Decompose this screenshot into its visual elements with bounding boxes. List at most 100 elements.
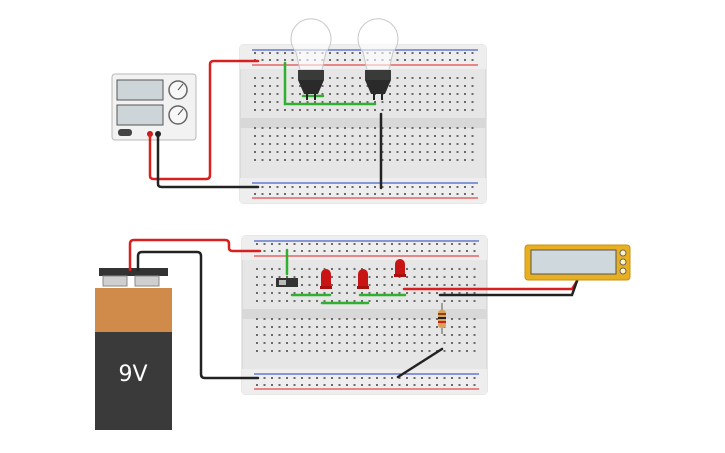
led-icon[interactable] (394, 259, 406, 277)
hole (316, 377, 318, 379)
wire-green (283, 61, 377, 106)
hole (421, 250, 423, 252)
hole (254, 85, 256, 87)
hole (336, 193, 339, 195)
hole (406, 243, 408, 245)
breadboard-top[interactable] (239, 44, 487, 204)
hole (404, 151, 406, 153)
hole (419, 151, 421, 153)
hole (434, 151, 436, 153)
hole (336, 59, 339, 61)
power-supply-icon[interactable] (111, 73, 197, 141)
hole (426, 52, 429, 54)
hole (344, 151, 346, 153)
hole (321, 101, 324, 103)
hole (471, 135, 474, 137)
hole (276, 52, 279, 54)
hole (421, 243, 423, 245)
hole (428, 292, 431, 294)
hole (456, 151, 459, 153)
hole (329, 135, 331, 137)
hole (458, 250, 461, 252)
hole (269, 85, 271, 87)
switch-icon[interactable] (276, 278, 298, 287)
hole (428, 276, 431, 278)
hole (411, 52, 414, 54)
hole (436, 334, 438, 336)
hole (428, 384, 431, 386)
hole (391, 334, 393, 336)
bulb-icon[interactable] (290, 18, 332, 100)
hole (263, 326, 266, 328)
hole (413, 276, 416, 278)
hole (413, 243, 416, 245)
led-icon[interactable] (320, 269, 332, 289)
hole (383, 334, 386, 336)
hole (398, 384, 401, 386)
hole (299, 127, 301, 129)
hole (351, 151, 354, 153)
hole (473, 250, 476, 252)
hole (254, 109, 256, 111)
hole (404, 186, 406, 188)
hole (331, 292, 333, 294)
hole (254, 77, 256, 79)
bulb-icon[interactable] (357, 18, 399, 100)
hole (456, 85, 459, 87)
hole (398, 350, 401, 352)
battery-icon[interactable]: 9V (95, 268, 172, 430)
breadboard-bottom[interactable] (241, 235, 488, 395)
hole (344, 159, 346, 161)
led-icon[interactable] (357, 269, 369, 289)
hole (456, 77, 459, 79)
hole (426, 109, 429, 111)
hole (263, 300, 266, 302)
hole (396, 77, 399, 79)
hole (308, 268, 311, 270)
resistor-icon[interactable] (438, 303, 446, 334)
hole (314, 101, 316, 103)
hole (351, 93, 354, 95)
hole (346, 350, 348, 352)
hole (361, 334, 363, 336)
hole (451, 334, 453, 336)
hole (338, 276, 341, 278)
hole (301, 334, 303, 336)
hole (336, 151, 339, 153)
hole (368, 300, 371, 302)
hole (346, 276, 348, 278)
hole (331, 284, 333, 286)
hole (381, 135, 384, 137)
hole (413, 250, 416, 252)
hole (473, 342, 476, 344)
hole (398, 342, 401, 344)
hole (278, 377, 281, 379)
hole (299, 193, 301, 195)
hole (436, 342, 438, 344)
hole (351, 77, 354, 79)
hole (308, 334, 311, 336)
hole (376, 250, 378, 252)
multimeter-icon[interactable] (524, 244, 631, 281)
hole (276, 93, 279, 95)
hole (441, 77, 444, 79)
hole (293, 276, 296, 278)
hole (291, 193, 294, 195)
hole (466, 350, 468, 352)
hole (269, 159, 271, 161)
hole (458, 284, 461, 286)
hole (293, 377, 296, 379)
wires-top[interactable] (148, 59, 383, 190)
hole (291, 127, 294, 129)
hole (284, 151, 286, 153)
hole (336, 101, 339, 103)
wires-bottom[interactable] (128, 238, 579, 380)
hole (434, 135, 436, 137)
hole (316, 250, 318, 252)
hole (286, 300, 288, 302)
hole (396, 59, 399, 61)
hole (344, 109, 346, 111)
hole (391, 318, 393, 320)
hole (316, 276, 318, 278)
hole (451, 342, 453, 344)
